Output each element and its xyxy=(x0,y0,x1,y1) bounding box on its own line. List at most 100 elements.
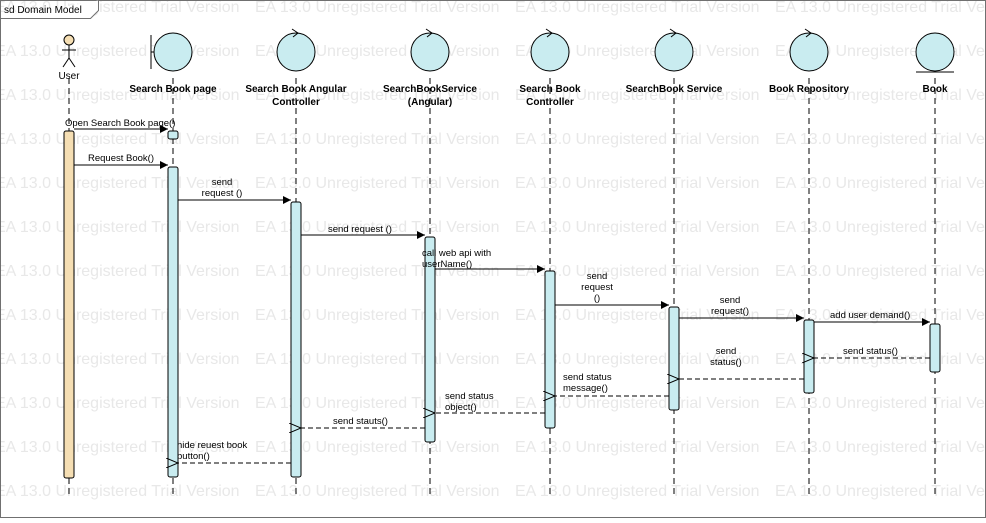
watermark-text: EA 13.0 Unregistered Trial Version xyxy=(255,483,500,500)
watermark-text: EA 13.0 Unregistered Trial Version xyxy=(0,351,240,368)
participant-name: Book xyxy=(923,84,948,95)
participant-name: Search Book Angular xyxy=(245,84,346,95)
watermark-text: EA 13.0 Unregistered Trial Version xyxy=(255,131,500,148)
message-label: add user demand() xyxy=(830,310,910,321)
message-label: call web api with xyxy=(422,248,491,259)
message-label: button() xyxy=(177,451,210,462)
watermark-text: EA 13.0 Unregistered Trial Version xyxy=(515,351,760,368)
participant-book[interactable]: Book xyxy=(915,32,955,95)
activation-bar-book-repository xyxy=(803,319,815,394)
watermark-text: EA 13.0 Unregistered Trial Version xyxy=(0,87,240,104)
watermark-text: EA 13.0 Unregistered Trial Version xyxy=(255,175,500,192)
activation-bar-search-book-page xyxy=(167,166,179,478)
participant-name: Search Book page xyxy=(129,84,217,95)
control-icon xyxy=(410,28,450,72)
activation-bar-user xyxy=(63,130,75,479)
watermark-text: EA 13.0 Unregistered Trial Version xyxy=(255,263,500,280)
watermark-text: EA 13.0 Unregistered Trial Version xyxy=(0,307,240,324)
entity-icon xyxy=(915,32,955,73)
watermark-text: EA 13.0 Unregistered Trial Version xyxy=(255,439,500,456)
message-label: request xyxy=(581,282,613,293)
watermark-text: EA 13.0 Unregistered Trial Version xyxy=(255,351,500,368)
watermark-text: EA 13.0 Unregistered Trial Version xyxy=(0,219,240,236)
watermark-text: EA 13.0 Unregistered Trial Version xyxy=(515,307,760,324)
watermark-text: EA 13.0 Unregistered Trial Version xyxy=(515,263,760,280)
messages: Open Search Book page() Request Book() sen… xyxy=(65,118,930,463)
message-label: userName() xyxy=(422,259,472,270)
watermark-text: EA 13.0 Unregistered Trial Version xyxy=(775,175,986,192)
message-add-user-demand[interactable]: add user demand() xyxy=(814,310,930,326)
message-label: send xyxy=(587,271,608,282)
watermark-text: EA 13.0 Unregistered Trial Version xyxy=(775,131,986,148)
watermark-text: EA 13.0 Unregistered Trial Version xyxy=(775,395,986,412)
message-open-search-book-page[interactable]: Open Search Book page() xyxy=(65,118,175,133)
message-label: () xyxy=(594,293,600,304)
message-label: send stauts() xyxy=(333,416,388,427)
watermark-text: EA 13.0 Unregistered Trial Version xyxy=(255,307,500,324)
watermark-text: EA 13.0 Unregistered Trial Version xyxy=(775,483,986,500)
watermark-text: EA 13.0 Unregistered Trial Version xyxy=(775,307,986,324)
message-label: Open Search Book page() xyxy=(65,118,175,129)
control-icon xyxy=(276,28,316,72)
watermark-text: EA 13.0 Unregistered Trial Version xyxy=(255,0,500,16)
participant-name: Book Repository xyxy=(769,84,849,95)
participant-name: Search Book xyxy=(519,84,581,95)
control-icon xyxy=(654,28,694,72)
activation-bar-searchbookservice-angular xyxy=(424,236,436,443)
message-label: send status xyxy=(563,372,612,383)
watermark-text: EA 13.0 Unregistered Trial Version xyxy=(0,175,240,192)
message-send-request-2[interactable]: send request () xyxy=(301,224,425,239)
watermark-text: EA 13.0 Unregistered Trial Version xyxy=(775,87,986,104)
message-label: request() xyxy=(711,306,749,317)
participant-name: User xyxy=(58,71,80,82)
participant-searchbookservice-angular[interactable]: SearchBookService(Angular) xyxy=(383,28,477,108)
participant-book-repository[interactable]: Book Repository xyxy=(769,28,849,95)
boundary-icon xyxy=(150,32,193,72)
participant-searchbook-service[interactable]: SearchBook Service xyxy=(626,28,723,95)
watermark-text: EA 13.0 Unregistered Trial Version xyxy=(0,395,240,412)
message-label: send request () xyxy=(328,224,392,235)
watermark-text: EA 13.0 Unregistered Trial Version xyxy=(255,219,500,236)
message-label: Request Book() xyxy=(88,153,154,164)
watermark-text: EA 13.0 Unregistered Trial Version xyxy=(515,483,760,500)
message-request-book[interactable]: Request Book() xyxy=(74,153,168,169)
watermark: EA 13.0 Unregistered Trial Version EA 13.… xyxy=(0,0,986,500)
message-label: hide reuest book xyxy=(177,440,247,451)
watermark-text: EA 13.0 Unregistered Trial Version xyxy=(515,131,760,148)
message-label: send status xyxy=(445,391,494,402)
watermark-text: EA 13.0 Unregistered Trial Version xyxy=(0,439,240,456)
control-icon xyxy=(530,28,570,72)
message-label: status() xyxy=(710,357,742,368)
message-label: send status() xyxy=(843,346,898,357)
message-label: message() xyxy=(563,383,608,394)
message-send-status-1[interactable]: send status() xyxy=(814,346,930,358)
watermark-text: EA 13.0 Unregistered Trial Version xyxy=(255,87,500,104)
watermark-text: EA 13.0 Unregistered Trial Version xyxy=(0,131,240,148)
watermark-text: EA 13.0 Unregistered Trial Version xyxy=(515,395,760,412)
activation-bar-book xyxy=(929,323,941,373)
message-label: send xyxy=(716,346,737,357)
frame-title: sd Domain Model xyxy=(4,5,82,16)
participant-name: SearchBookService xyxy=(383,84,477,95)
participant-user[interactable]: User xyxy=(58,34,80,82)
message-label: send xyxy=(212,177,233,188)
participant-name: SearchBook Service xyxy=(626,84,723,95)
watermark-text: EA 13.0 Unregistered Trial Version xyxy=(515,219,760,236)
participant-search-book-page[interactable]: Search Book page xyxy=(129,32,217,95)
activation-bar-search-book-controller xyxy=(544,270,556,429)
message-send-stauts[interactable]: send stauts() xyxy=(301,416,425,428)
activation-bar-search-book-page xyxy=(167,130,179,140)
